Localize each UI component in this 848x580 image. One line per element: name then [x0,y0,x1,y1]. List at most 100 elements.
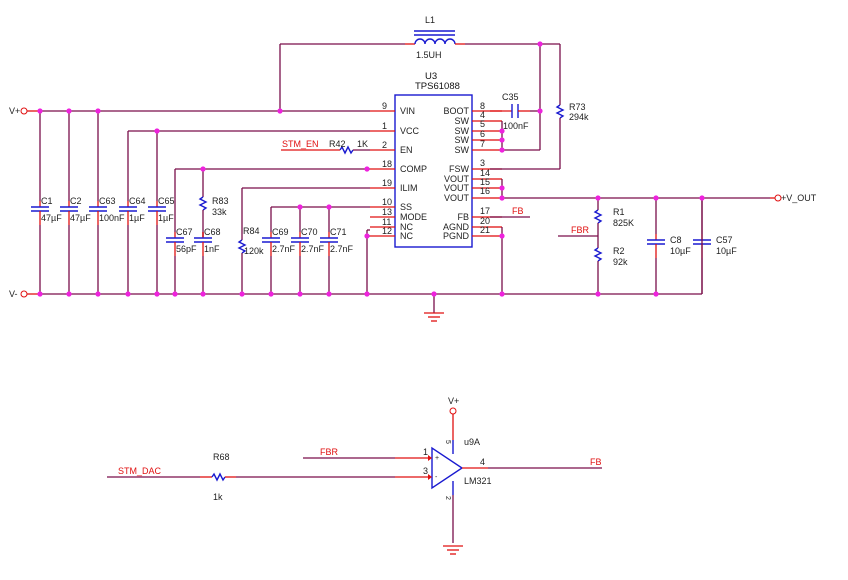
opamp-vplus-port-icon[interactable] [449,407,457,415]
cap-value: 2.7nF [272,244,296,254]
opamp-ground-icon [443,545,463,555]
resistor-r1[interactable]: R1 825K [593,198,634,248]
vplus-port-icon[interactable] [20,107,28,115]
junction-dot [499,233,505,239]
ic-pin-name: SW [455,145,470,155]
r83-value: 33k [212,207,227,217]
cap-ref: C2 [70,196,82,206]
ic-pin-name: AGND [443,222,470,232]
junction-dot [326,204,332,210]
ic-pin-number: 14 [480,168,490,178]
junction-dot [364,291,370,297]
ic-pin-number: 12 [382,226,392,236]
opamp-pin3: 3 [423,466,428,476]
resistor-r84[interactable]: R84 120k [237,188,264,294]
cap-ref: C8 [670,235,682,245]
resistor-r42[interactable]: STM_EN R42 1K [281,139,370,155]
r84-value: 120k [244,246,264,256]
opamp-net-fbr: FBR [320,447,339,457]
cap-value: 47µF [70,213,91,223]
ic-pin-number: 19 [382,178,392,188]
ic-pin-number: 7 [480,139,485,149]
cap-value: 47µF [41,213,62,223]
inductor-l1[interactable]: L1 1.5UH [279,15,560,111]
cap-ref: C64 [129,196,146,206]
vminus-port-icon[interactable] [20,290,28,298]
junction-dot [297,291,303,297]
cap-ref: C65 [158,196,175,206]
opamp-supply-label: V+ [448,396,459,406]
ic-pin-name: FB [457,212,469,222]
r73-value: 294k [569,112,589,122]
r1-value: 825K [613,218,634,228]
junction-dot [154,291,160,297]
opamp-pin1: 1 [423,447,428,457]
ic-part: TPS61088 [415,81,460,92]
junction-dot [499,185,505,191]
net-stm-dac: STM_DAC [118,466,162,476]
cap-value: 100nF [99,213,125,223]
capacitor-c71[interactable]: C71 2.7nF [320,207,354,294]
ic-pin-number: 6 [480,129,485,139]
junction-dot [37,108,43,114]
resistor-r2[interactable]: R2 92k [593,246,628,294]
junction-dot [653,291,659,297]
vout-port-icon[interactable] [774,194,782,202]
ic-pin-number: 9 [382,101,387,111]
ic-pin-name: SW [455,126,470,136]
junction-dot [66,291,72,297]
ic-u3[interactable]: U3 TPS61088 [394,71,473,248]
ic-pin-number: 2 [382,140,387,150]
ic-pin-number: 13 [382,207,392,217]
ic-pin-number: 3 [480,158,485,168]
vout-label: +V_OUT [781,193,817,203]
junction-dot [326,291,332,297]
ic-pin-name: COMP [400,164,427,174]
opamp-pin4: 4 [480,457,485,467]
junction-dot [66,108,72,114]
capacitor-c2[interactable]: C2 47µF [60,111,91,294]
resistor-r68[interactable]: R68 1k [200,452,236,502]
opamp-triangle [431,446,464,490]
junction-dot [499,137,505,143]
capacitor-c68[interactable]: C68 1nF [194,227,221,294]
ground-icon [424,294,444,322]
junction-dot [537,41,543,47]
ic-pin-number: 15 [480,177,490,187]
junction-dot [595,291,601,297]
ic-pin-name: EN [400,145,413,155]
ic-pin-name: MODE [400,212,427,222]
capacitor-c35[interactable]: C35 100nF [490,92,540,131]
junction-dot [200,166,206,172]
opamp-u9a[interactable]: + - u9A LM321 V+ 5 2 4 FB [431,396,602,555]
vout-port[interactable]: +V_OUT [770,193,817,203]
cap-value: 2.7nF [330,244,354,254]
cap-ref: C67 [176,227,193,237]
ic-pin-number: 21 [480,225,490,235]
vplus-label: V+ [9,106,20,116]
ic-pin-name: SW [455,116,470,126]
resistor-r73[interactable]: R73 294k [490,44,589,170]
junction-dot [200,291,206,297]
ic-pin-number: 17 [480,206,490,216]
cap-ref: C68 [204,227,221,237]
ic-pin-number: 11 [382,217,391,227]
ic-pin-name: PGND [443,231,470,241]
cap-value: 1nF [204,244,220,254]
cap-ref: C71 [330,227,347,237]
junction-dot [297,204,303,210]
opamp-minus-sign: - [435,474,438,481]
junction-dot [239,291,245,297]
